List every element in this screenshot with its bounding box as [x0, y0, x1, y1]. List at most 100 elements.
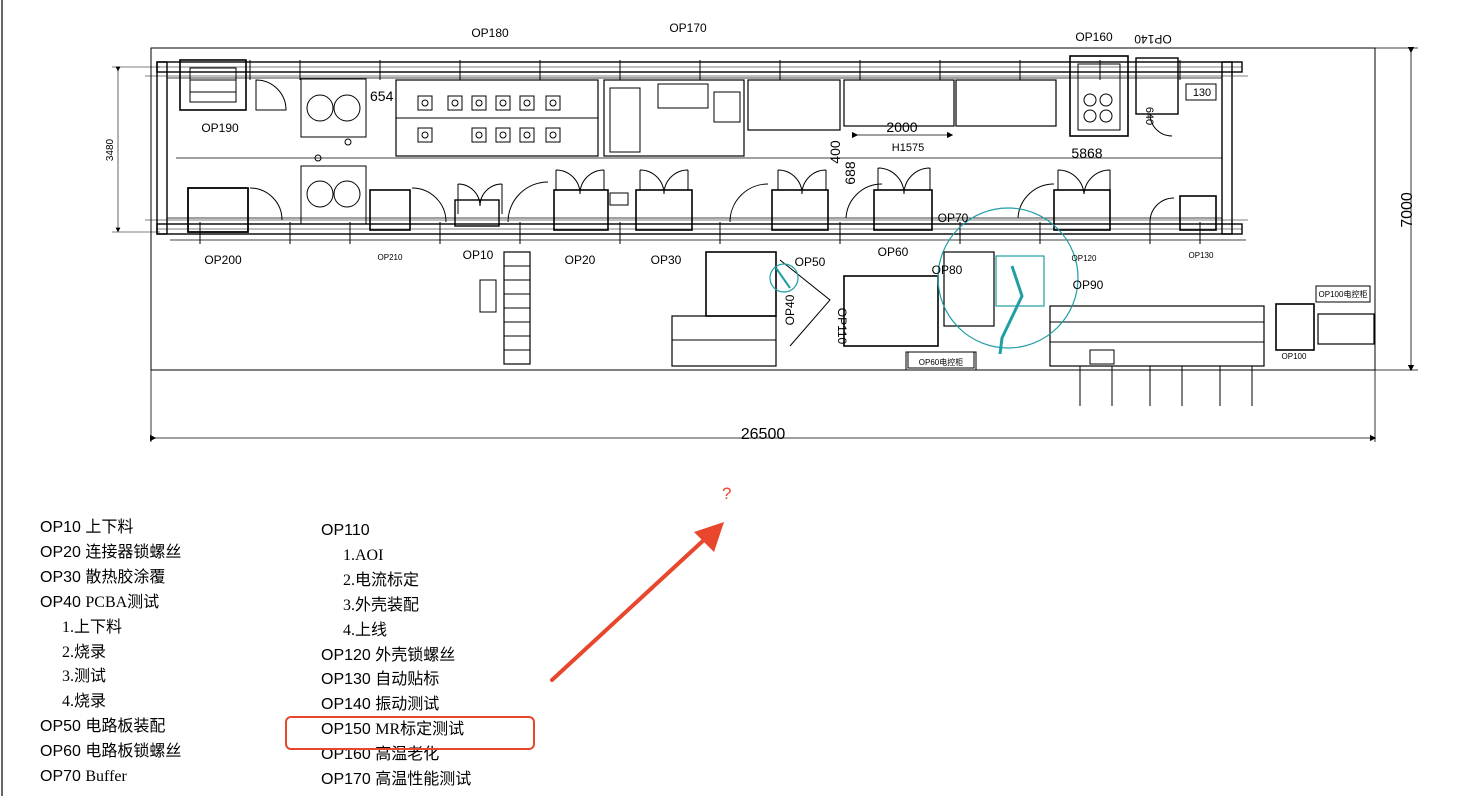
height-dimension: 7000	[1375, 46, 1418, 372]
lower-equipment	[479, 251, 1375, 406]
fixture-slot	[471, 127, 487, 143]
fixture-slot	[417, 95, 433, 111]
legend-item-desc: 外壳锁螺丝	[375, 646, 456, 664]
legend-item: OP50 电路板装配	[40, 715, 181, 740]
left-height-dimension: 3480	[105, 66, 160, 233]
label-op50: OP50	[795, 255, 826, 269]
internal-dimensions: 2000 H1575 654 5868 400 688 130 640	[370, 87, 1211, 185]
legend-item-code: OP60	[40, 743, 81, 761]
dim-654: 654	[370, 88, 394, 104]
fixture-hole	[421, 131, 429, 139]
annotation-arrow	[550, 522, 724, 682]
label-op130: OP130	[1189, 251, 1214, 260]
legend-item: 1.上下料	[62, 618, 123, 636]
arrow-head-icon	[694, 522, 724, 552]
fixture-hole	[475, 99, 483, 107]
label-op100-cabinet: OP100电控柜	[1319, 289, 1368, 299]
label-op20: OP20	[565, 253, 596, 267]
fixture-slot	[545, 127, 561, 143]
label-op30: OP30	[651, 253, 682, 267]
legend-item-desc: 振动测试	[375, 696, 440, 714]
dim-total-width: 26500	[741, 426, 786, 443]
fixture-slot	[417, 127, 433, 143]
legend-item: OP170 高温性能测试	[321, 768, 471, 793]
fixture-slot	[447, 95, 463, 111]
question-mark: ?	[722, 484, 732, 503]
legend-item-desc: Buffer	[85, 768, 127, 786]
label-op210: OP210	[378, 253, 403, 262]
legend-item: OP40 PCBA测试	[40, 591, 181, 616]
dim-h1575: H1575	[892, 142, 924, 154]
legend-item-desc: 散热胶涂覆	[85, 568, 166, 586]
label-op180: OP180	[471, 26, 509, 40]
legend-item: 2.电流标定	[343, 571, 420, 589]
legend-item-code: OP70	[40, 768, 81, 786]
fixture-hole	[451, 99, 459, 107]
label-op100: OP100	[1282, 352, 1307, 361]
label-op190: OP190	[201, 121, 239, 135]
legend-item: OP20 连接器锁螺丝	[40, 541, 181, 566]
fixture-hole	[523, 131, 531, 139]
legend-item-desc: MR标定测试	[375, 721, 465, 739]
dim-left-height: 3480	[105, 138, 116, 161]
legend-item-desc: 电路板装配	[85, 718, 166, 736]
label-op80: OP80	[932, 263, 963, 277]
legend-item: 4.上线	[343, 621, 388, 639]
label-op60: OP60	[878, 245, 909, 259]
legend-item: 3.测试	[62, 668, 107, 686]
legend-item-code: OP150	[321, 721, 371, 739]
legend-item-desc: 连接器锁螺丝	[85, 543, 182, 561]
legend-item: OP110	[321, 519, 471, 544]
dim-400: 400	[827, 140, 843, 164]
fixture-slot	[545, 95, 561, 111]
legend-item-desc: 电路板锁螺丝	[85, 743, 182, 761]
fixture-hole	[549, 99, 557, 107]
dim-total-height: 7000	[1399, 192, 1416, 228]
top-row-equipment	[179, 55, 1217, 225]
legend-item-code: OP160	[321, 746, 371, 764]
legend-item: 3.外壳装配	[343, 596, 420, 614]
legend-item: OP120 外壳锁螺丝	[321, 644, 471, 669]
bottom-row-stations	[187, 167, 1217, 233]
legend-item-code: OP130	[321, 671, 371, 689]
legend-item: OP70 Buffer	[40, 765, 181, 790]
robot-reach-envelopes	[769, 207, 1079, 355]
legend-item-desc: 上下料	[85, 519, 134, 536]
station-labels: OP180 OP170 OP160 OP140 OP190 OP200 OP21…	[201, 21, 1307, 361]
legend-item-desc: 自动贴标	[375, 671, 440, 689]
label-op60-cabinet: OP60电控柜	[919, 357, 963, 367]
width-dimension: 26500	[149, 370, 1377, 443]
fixture-hole	[475, 131, 483, 139]
label-op170: OP170	[669, 21, 707, 35]
plant-boundary	[150, 47, 1376, 371]
legend-item: OP10 上下料	[40, 516, 181, 541]
highlight-box-op150	[285, 716, 535, 750]
legend-item-desc: PCBA测试	[85, 593, 160, 611]
legend-item: 1.AOI	[343, 546, 384, 564]
cabinet-labels: OP100电控柜 OP60电控柜	[919, 285, 1371, 367]
legend-right-column: OP110 1.AOI 2.电流标定 3.外壳装配 4.上线 OP120 外壳锁螺丝 OP1…	[321, 519, 471, 793]
label-op160: OP160	[1075, 30, 1113, 44]
legend-item: OP160 高温老化	[321, 743, 471, 768]
legend-item-code: OP30	[40, 568, 81, 586]
legend-item-desc: 高温老化	[375, 746, 440, 764]
legend-item-desc: 高温性能测试	[375, 771, 472, 789]
label-op90: OP90	[1073, 278, 1104, 292]
conveyor-ties	[179, 60, 1201, 244]
legend-item-code: OP110	[321, 522, 370, 539]
label-op40: OP40	[783, 294, 797, 325]
fixture-slot	[519, 127, 535, 143]
dim-688: 688	[842, 161, 858, 185]
label-op10: OP10	[463, 248, 494, 262]
dim-5868: 5868	[1071, 145, 1102, 161]
legend-item: OP60 电路板锁螺丝	[40, 740, 181, 765]
legend-item-code: OP140	[321, 696, 371, 714]
label-op200: OP200	[204, 253, 242, 267]
legend-item: OP30 散热胶涂覆	[40, 566, 181, 591]
dim-2000: 2000	[886, 119, 917, 135]
legend-item: 2.烧录	[62, 643, 107, 661]
label-op110: OP110	[835, 308, 849, 345]
